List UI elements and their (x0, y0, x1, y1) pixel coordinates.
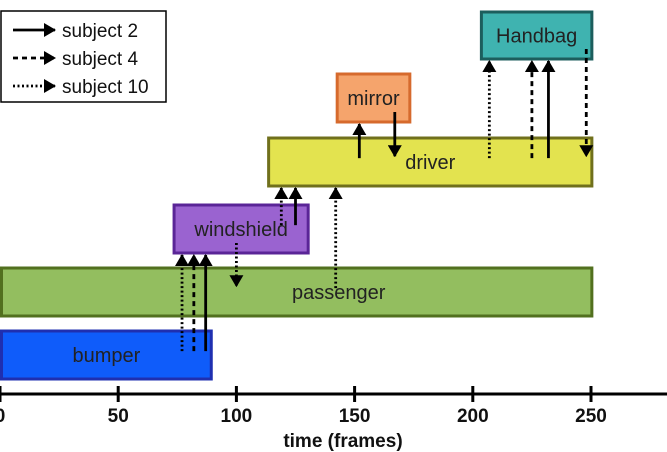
legend-label-subject-10: subject 10 (62, 77, 149, 98)
region-bumper (0, 329, 213, 381)
region-windshield (172, 203, 310, 255)
transition-arrows (175, 49, 594, 352)
x-axis-ticks: 0 50 100 150 200 250 (0, 386, 607, 427)
x-tick-label-150: 150 (339, 406, 371, 427)
legend: subject 2 subject 4 subject 10 (0, 10, 167, 103)
x-axis-title: time (frames) (283, 431, 402, 452)
regions: bumper passenger windshield driver mirror Han… (0, 10, 594, 381)
x-tick-label-0: 0 (0, 406, 5, 427)
legend-label-subject-2: subject 2 (62, 21, 138, 42)
x-tick-label-100: 100 (221, 406, 253, 427)
x-tick-label-250: 250 (575, 406, 607, 427)
region-label-handbag: Handbag (496, 26, 577, 48)
region-label-bumper: bumper (72, 345, 140, 367)
region-mirror (335, 72, 412, 124)
x-axis: 0 50 100 150 200 250 time (frames) (0, 386, 667, 452)
region-label-passenger: passenger (292, 282, 386, 304)
region-label-mirror: mirror (347, 88, 400, 110)
region-label-windshield: windshield (193, 219, 287, 241)
x-tick-label-50: 50 (108, 406, 129, 427)
legend-label-subject-4: subject 4 (62, 49, 138, 70)
region-label-driver: driver (405, 152, 455, 174)
x-tick-label-200: 200 (457, 406, 489, 427)
region-driver (267, 136, 594, 188)
region-handbag (479, 10, 594, 61)
region-passenger (0, 266, 594, 318)
